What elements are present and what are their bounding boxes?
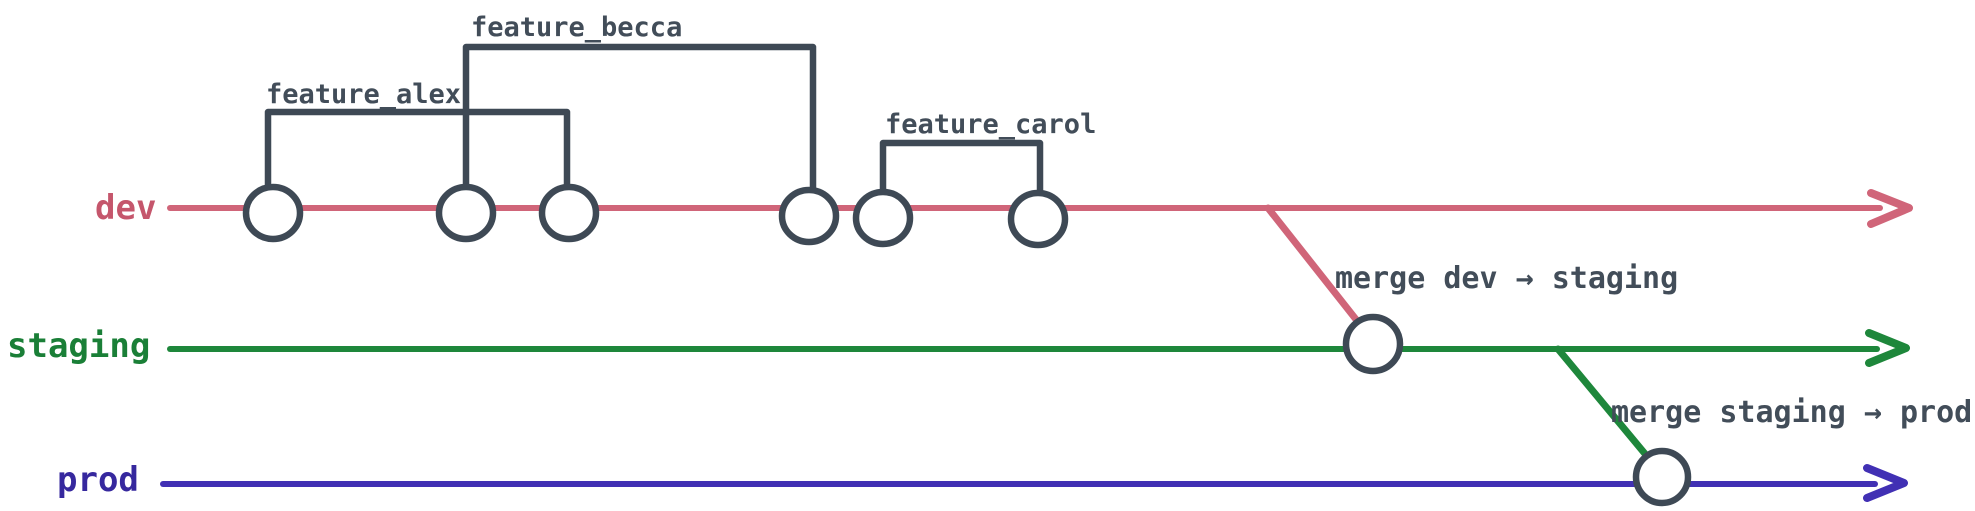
merge-diagonal-staging-to-prod	[1554, 345, 1655, 465]
dev-arrowhead-icon	[1867, 189, 1913, 228]
feature-alex-bracket	[264, 108, 571, 193]
commit-node	[778, 186, 840, 246]
commit-node	[538, 183, 600, 243]
feature-becca-label: feature_becca	[471, 12, 683, 43]
commit-node	[435, 183, 497, 243]
commit-node	[852, 188, 914, 248]
prod-arrowhead-icon	[1863, 464, 1908, 502]
prod-branch-label: prod	[57, 460, 139, 500]
staging-arrowhead-icon	[1865, 329, 1910, 367]
feature-alex-label: feature_alex	[266, 79, 462, 110]
feature-carol-bracket	[879, 139, 1044, 198]
merge-commit-node-staging	[1342, 313, 1404, 375]
merge-commit-node-prod	[1632, 447, 1692, 507]
merge-dev-to-staging-label: merge dev → staging	[1335, 261, 1679, 296]
commit-node	[1007, 189, 1069, 249]
feature-becca-bracket	[462, 43, 817, 195]
merge-diagonal-dev-to-staging	[1264, 204, 1366, 331]
commit-node	[242, 183, 304, 243]
staging-branch-label: staging	[7, 326, 151, 366]
dev-branch-label: dev	[95, 188, 157, 228]
feature-carol-label: feature_carol	[885, 109, 1097, 140]
merge-staging-to-prod-label: merge staging → prod	[1611, 395, 1973, 430]
